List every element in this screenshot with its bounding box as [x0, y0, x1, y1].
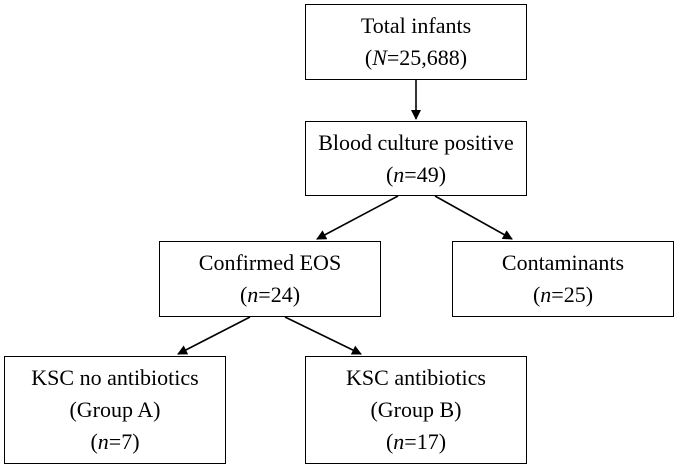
count-value: =25) [551, 282, 594, 307]
node-title: Contaminants [501, 250, 625, 275]
node-total-infants: Total infants (N=25,688) [305, 4, 527, 80]
node-title: Confirmed EOS [198, 250, 342, 275]
arrow-eos-to-group-a [177, 316, 251, 355]
count-variable: n [393, 161, 405, 187]
node-count: (n=25) [533, 279, 593, 311]
count-variable: N [372, 45, 387, 70]
count-value: =24) [258, 282, 301, 307]
node-count: (n=24) [240, 279, 300, 311]
node-title: KSC antibiotics [346, 365, 486, 390]
node-confirmed-eos: Confirmed EOS (n=24) [159, 241, 381, 317]
count-value: =25,688) [386, 45, 468, 70]
count-value: =49) [404, 161, 447, 187]
node-subtitle: (Group A) [69, 397, 161, 422]
node-count: (n=49) [386, 159, 446, 191]
count-variable: n [247, 282, 259, 307]
count-value: =17) [404, 429, 447, 454]
count-variable: n [97, 429, 109, 454]
count-variable: n [540, 282, 552, 307]
node-title: Total infants [360, 13, 472, 38]
node-count: (n=17) [386, 426, 446, 458]
arrow-blood-to-eos [316, 195, 399, 240]
node-title: Blood culture positive [318, 129, 514, 155]
count-variable: n [393, 429, 405, 454]
node-group-b: KSC antibiotics (Group B) (n=17) [305, 356, 527, 464]
arrow-blood-to-contaminants [434, 195, 513, 240]
node-count: (n=7) [90, 426, 139, 458]
count-value: =7) [108, 429, 140, 454]
count-open: ( [385, 429, 394, 454]
count-open: ( [364, 45, 373, 70]
node-group-a: KSC no antibiotics (Group A) (n=7) [4, 356, 226, 464]
count-open: ( [532, 282, 541, 307]
node-blood-culture-positive: Blood culture positive (n=49) [305, 121, 527, 196]
count-open: ( [239, 282, 248, 307]
node-count: (N=25,688) [365, 42, 467, 74]
node-subtitle: (Group B) [370, 397, 462, 422]
node-contaminants: Contaminants (n=25) [452, 241, 674, 317]
count-open: ( [90, 429, 98, 454]
node-title: KSC no antibiotics [31, 365, 199, 390]
arrow-eos-to-group-b [284, 316, 362, 355]
count-open: ( [385, 161, 394, 187]
